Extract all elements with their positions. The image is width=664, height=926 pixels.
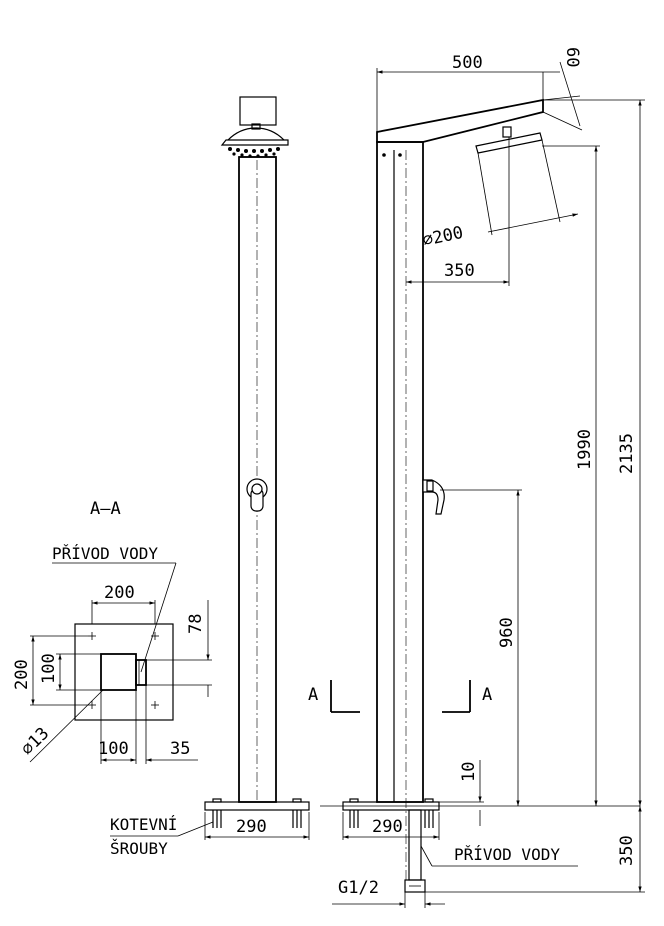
inlet-square bbox=[135, 659, 147, 686]
side-inlet-fitting bbox=[404, 879, 426, 893]
front-base-plate bbox=[204, 801, 310, 811]
front-shower-head bbox=[220, 139, 289, 146]
side-dim-below-ground: 350 bbox=[617, 835, 637, 866]
section-dim-inner-height: 100 bbox=[39, 653, 59, 684]
anchor-bolts-label-1: KOTEVNÍ bbox=[110, 815, 177, 834]
side-dim-base-plate: 10 bbox=[459, 762, 479, 782]
side-dim-arm-length: 500 bbox=[452, 53, 483, 73]
front-valve-handle bbox=[246, 478, 268, 512]
side-anchor-bolts bbox=[349, 810, 434, 828]
bolt-hole-marks bbox=[88, 632, 159, 709]
section-base-plate bbox=[74, 623, 174, 721]
side-dim-head-offset: 350 bbox=[444, 261, 475, 281]
section-mark-right: A bbox=[482, 685, 492, 705]
anchor-bolts-label-2: ŠROUBY bbox=[110, 839, 168, 858]
side-view: A A 500 60 ⌀200 350 2135 1990 bbox=[308, 47, 645, 908]
side-dim-valve-height: 960 bbox=[497, 617, 517, 648]
front-view: 290 KOTEVNÍ ŠROUBY bbox=[110, 96, 310, 858]
side-column bbox=[376, 141, 424, 803]
section-dim-height: 200 bbox=[12, 659, 32, 690]
section-dim-bottom-right: 35 bbox=[170, 739, 190, 759]
front-dim-base: 290 bbox=[236, 817, 267, 837]
section-dim-width: 200 bbox=[104, 583, 135, 603]
side-dim-angle: 60 bbox=[562, 47, 582, 67]
side-valve-lever bbox=[422, 479, 445, 515]
section-a-a: A–A 200 PŘÍVOD VODY 78 200 bbox=[12, 499, 212, 764]
side-arm bbox=[376, 98, 544, 143]
front-arm-box bbox=[239, 96, 277, 126]
column-cross-section bbox=[100, 653, 137, 691]
side-dim-base: 290 bbox=[372, 817, 403, 837]
section-mark-left: A bbox=[308, 685, 318, 705]
section-dim-hole: ⌀13 bbox=[17, 724, 53, 760]
section-dim-offset: 78 bbox=[186, 614, 206, 634]
shower-nozzles bbox=[228, 147, 280, 158]
section-title: A–A bbox=[90, 499, 121, 519]
front-anchor-bolts bbox=[212, 810, 302, 828]
side-dim-head-diameter: ⌀200 bbox=[421, 223, 465, 251]
side-dim-total-height: 2135 bbox=[617, 433, 637, 474]
side-thread-label: G1/2 bbox=[338, 878, 379, 898]
section-inlet-label: PŘÍVOD VODY bbox=[52, 544, 158, 563]
side-inlet-label: PŘÍVOD VODY bbox=[454, 845, 560, 864]
section-dim-bottom-left: 100 bbox=[98, 739, 129, 759]
side-inlet-pipe bbox=[408, 809, 422, 881]
side-dim-head-height: 1990 bbox=[575, 429, 595, 470]
